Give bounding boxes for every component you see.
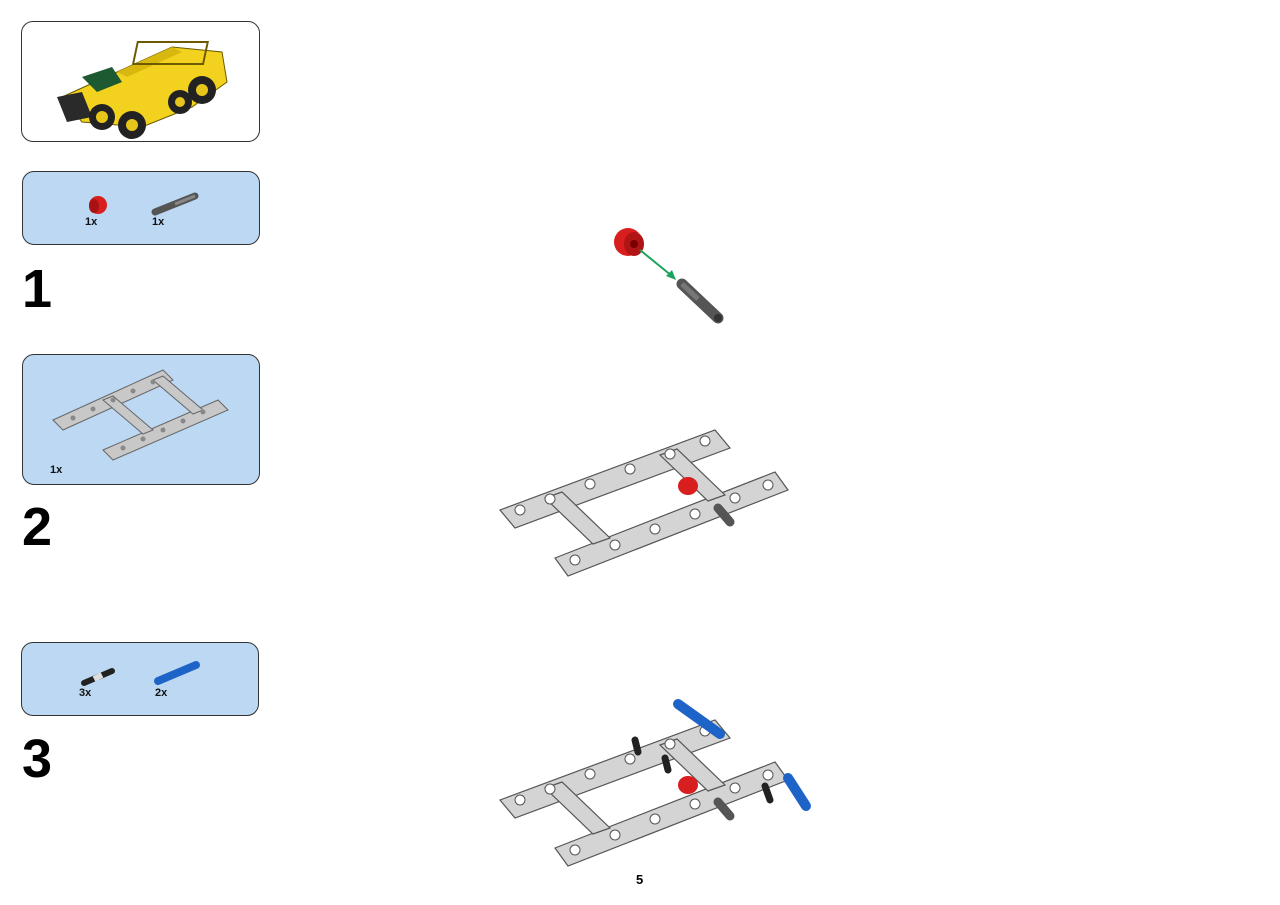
- model-truck-illustration: [57, 41, 228, 139]
- parts-list-step-2: 1x: [22, 354, 260, 485]
- step-1-assembly-illustration: [614, 228, 724, 324]
- step-number-3: 3: [22, 729, 53, 789]
- part-qty: 2x: [155, 687, 168, 699]
- part-qty: 1x: [152, 216, 165, 228]
- part-qty: 1x: [50, 464, 63, 476]
- model-preview-box: [21, 21, 260, 142]
- step-number-1: 1: [22, 259, 53, 319]
- red-bush-icon: [89, 196, 107, 214]
- step-number-2: 2: [22, 497, 53, 557]
- page-number: 5: [636, 872, 644, 887]
- part-qty: 3x: [79, 687, 92, 699]
- step-2-assembly-illustration: [498, 429, 789, 577]
- blue-axle-pin-icon: [154, 661, 200, 685]
- parts-list-step-3: 3x 2x: [21, 642, 259, 716]
- gray-h-frame-icon: [52, 369, 229, 461]
- black-friction-pin-icon: [81, 668, 115, 686]
- step-3-assembly-illustration: [498, 699, 811, 867]
- part-qty: 1x: [85, 216, 98, 228]
- dark-axle-pin-icon: [151, 192, 199, 216]
- parts-list-step-1: 1x 1x: [22, 171, 260, 245]
